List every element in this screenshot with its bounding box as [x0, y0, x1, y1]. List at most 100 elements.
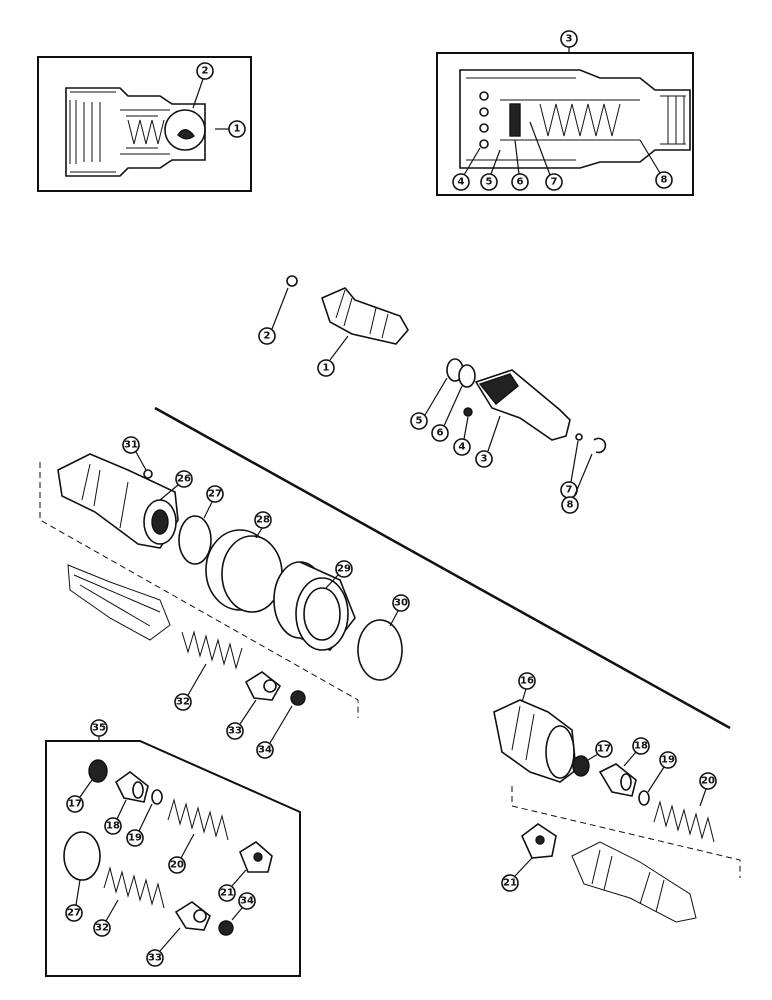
callout-26: 26: [175, 470, 193, 488]
svg-text:7: 7: [566, 485, 573, 496]
part-ghost-body-left: [67, 564, 171, 641]
part-female-coupler-3: [474, 369, 571, 441]
svg-text:6: 6: [517, 177, 524, 188]
callout-21-kit: 21: [218, 884, 236, 902]
part-kit-oring-27: [63, 831, 101, 881]
svg-text:3: 3: [481, 454, 488, 465]
svg-text:33: 33: [148, 953, 162, 964]
callout-28: 28: [254, 511, 272, 529]
svg-text:33: 33: [228, 726, 242, 737]
part-sleeve-29: [273, 561, 356, 651]
callout-5: 5: [410, 412, 428, 430]
callout-17: 17: [595, 740, 613, 758]
callout-18-kit: 18: [104, 817, 122, 835]
callout-34-kit: 34: [238, 892, 256, 910]
part-kit-poppet-33: [174, 901, 211, 931]
svg-text:1: 1: [323, 363, 330, 374]
svg-text:7: 7: [551, 177, 558, 188]
callout-19-kit: 19: [126, 829, 144, 847]
svg-text:21: 21: [503, 878, 517, 889]
svg-text:21: 21: [220, 888, 234, 899]
svg-text:18: 18: [106, 821, 120, 832]
svg-text:30: 30: [394, 598, 408, 609]
callout-17-kit: 17: [66, 795, 84, 813]
callout-18: 18: [632, 737, 650, 755]
part-kit-seal-17: [88, 759, 108, 783]
svg-text:19: 19: [661, 755, 675, 766]
svg-text:32: 32: [95, 923, 109, 934]
inset-female-coupler-section: [436, 52, 694, 196]
part-oring-27: [178, 515, 212, 565]
callout-30: 30: [392, 594, 410, 612]
callout-16: 16: [518, 672, 536, 690]
svg-text:2: 2: [264, 331, 271, 342]
svg-text:17: 17: [68, 799, 82, 810]
callout-35: 35: [90, 719, 108, 737]
part-fitting-18: [598, 763, 637, 797]
part-valve-body-26: [57, 453, 179, 549]
callout-29: 29: [335, 560, 353, 578]
part-kit-poppet-21: [239, 841, 273, 873]
svg-text:20: 20: [701, 776, 715, 787]
svg-text:6: 6: [437, 428, 444, 439]
part-kit-spring-32: [103, 866, 165, 909]
part-ball-4: [463, 407, 473, 417]
callout-3: 3: [475, 450, 493, 468]
svg-text:8: 8: [567, 500, 574, 511]
part-seal-17: [572, 755, 590, 777]
part-poppet-21: [521, 823, 557, 859]
callout-27: 27: [206, 485, 224, 503]
callout-31: 31: [122, 436, 140, 454]
svg-text:2: 2: [202, 66, 209, 77]
part-oring-30: [357, 619, 403, 681]
svg-text:3: 3: [566, 34, 573, 45]
part-oring-19: [638, 790, 650, 806]
part-ball-2: [286, 275, 298, 287]
svg-text:4: 4: [458, 177, 465, 188]
inset-male-coupler-section: [37, 56, 252, 192]
callout-32-kit: 32: [93, 919, 111, 937]
part-kit-seal-34: [218, 920, 234, 936]
part-rings-7-8: [575, 433, 607, 454]
callout-34: 34: [256, 741, 274, 759]
part-spring-20: [653, 800, 715, 843]
callout-1-inset: 1: [228, 120, 246, 138]
svg-text:20: 20: [170, 860, 184, 871]
callout-4: 4: [453, 438, 471, 456]
callout-21: 21: [501, 874, 519, 892]
part-poppet-33: [244, 671, 282, 701]
part-ring-28: [205, 529, 283, 613]
callout-3-inset: 3: [560, 30, 578, 48]
assembly-bracket-right: [511, 786, 741, 878]
part-kit-spring-20: [167, 798, 229, 841]
svg-text:26: 26: [177, 474, 191, 485]
callout-8-inset: 8: [655, 171, 673, 189]
callout-7-inset: 7: [545, 173, 563, 191]
part-ghost-body-right: [571, 841, 697, 923]
svg-text:5: 5: [416, 416, 423, 427]
part-seal-34: [290, 690, 306, 706]
callout-33-kit: 33: [146, 949, 164, 967]
part-rings-5-6: [446, 358, 476, 388]
part-kit-oring-19: [151, 789, 163, 805]
svg-text:28: 28: [256, 515, 270, 526]
callout-2-inset: 2: [196, 62, 214, 80]
svg-text:31: 31: [124, 440, 138, 451]
svg-text:5: 5: [486, 177, 493, 188]
svg-text:16: 16: [520, 676, 534, 687]
svg-text:27: 27: [67, 908, 81, 919]
svg-text:17: 17: [597, 744, 611, 755]
svg-text:34: 34: [258, 745, 272, 756]
callout-33: 33: [226, 722, 244, 740]
assembly-bracket-left: [39, 462, 359, 718]
callout-5-inset: 5: [480, 173, 498, 191]
svg-text:8: 8: [661, 175, 668, 186]
svg-text:18: 18: [634, 741, 648, 752]
inset-repair-kit-35: [45, 740, 301, 977]
callout-6: 6: [431, 424, 449, 442]
svg-text:19: 19: [128, 833, 142, 844]
callout-6-inset: 6: [511, 173, 529, 191]
svg-text:1: 1: [234, 124, 241, 135]
callout-1: 1: [317, 359, 335, 377]
